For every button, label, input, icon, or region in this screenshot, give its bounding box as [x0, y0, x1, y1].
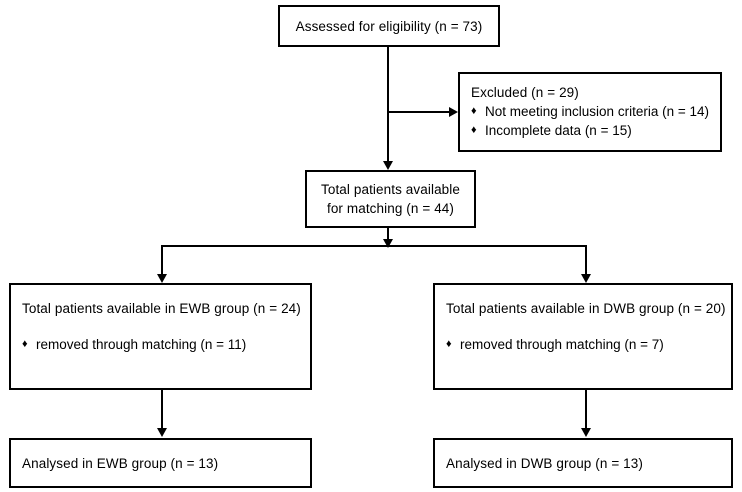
node-dwb-label: Total patients available in DWB group (n…	[446, 301, 726, 316]
node-excluded-bullet-1-text: Not meeting inclusion criteria (n = 14)	[485, 104, 709, 119]
node-matching-label-line1: Total patients available	[321, 182, 460, 197]
node-dwb-analysed-label: Analysed in DWB group (n = 13)	[446, 455, 643, 471]
bullet-icon: ♦	[22, 338, 28, 350]
connector-matching-to-ewb	[161, 245, 163, 276]
arrowhead-matching-stem	[383, 239, 393, 248]
node-excluded-bullet-2: ♦ Incomplete data (n = 15)	[460, 121, 720, 140]
node-dwb-bullet-1-text: removed through matching (n = 7)	[460, 337, 664, 352]
node-ewb-bullet-1-text: removed through matching (n = 11)	[36, 337, 247, 352]
connector-ewb-to-analysed	[161, 390, 163, 430]
node-ewb-analysed-label: Analysed in EWB group (n = 13)	[22, 455, 219, 471]
connector-assessed-to-matching	[387, 47, 389, 162]
node-dwb-group: Total patients available in DWB group (n…	[433, 283, 733, 390]
connector-dwb-to-analysed	[585, 390, 587, 430]
node-ewb-label: Total patients available in EWB group (n…	[22, 301, 301, 316]
node-total-available-for-matching: Total patients available for matching (n…	[305, 170, 476, 228]
node-excluded: Excluded (n = 29) ♦ Not meeting inclusio…	[458, 72, 722, 152]
connector-matching-to-dwb	[585, 245, 587, 276]
arrowhead-assessed-to-matching	[383, 161, 393, 170]
node-excluded-bullet-2-text: Incomplete data (n = 15)	[485, 123, 632, 138]
arrowhead-matching-to-dwb	[581, 274, 591, 283]
node-dwb-bullet-1: ♦ removed through matching (n = 7)	[435, 335, 731, 354]
arrowhead-assessed-to-excluded	[449, 107, 458, 117]
arrowhead-dwb-to-analysed	[581, 428, 591, 437]
node-assessed-label: Assessed for eligibility (n = 73)	[295, 18, 483, 34]
connector-matching-stem	[387, 228, 389, 242]
node-ewb-group: Total patients available in EWB group (n…	[9, 283, 312, 390]
connector-matching-split-bar	[161, 245, 587, 247]
bullet-icon: ♦	[471, 105, 477, 117]
arrowhead-ewb-to-analysed	[157, 428, 167, 437]
node-excluded-bullet-1: ♦ Not meeting inclusion criteria (n = 14…	[460, 102, 720, 121]
arrowhead-matching-to-ewb	[157, 274, 167, 283]
node-excluded-label: Excluded (n = 29)	[471, 85, 579, 100]
node-assessed-for-eligibility: Assessed for eligibility (n = 73)	[278, 5, 500, 47]
bullet-icon: ♦	[471, 124, 477, 136]
node-ewb-analysed: Analysed in EWB group (n = 13)	[9, 438, 312, 488]
node-dwb-analysed: Analysed in DWB group (n = 13)	[433, 438, 733, 488]
node-ewb-bullet-1: ♦ removed through matching (n = 11)	[11, 335, 310, 354]
bullet-icon: ♦	[446, 338, 452, 350]
node-matching-label-line2: for matching (n = 44)	[326, 201, 455, 216]
connector-assessed-to-excluded	[389, 111, 451, 113]
